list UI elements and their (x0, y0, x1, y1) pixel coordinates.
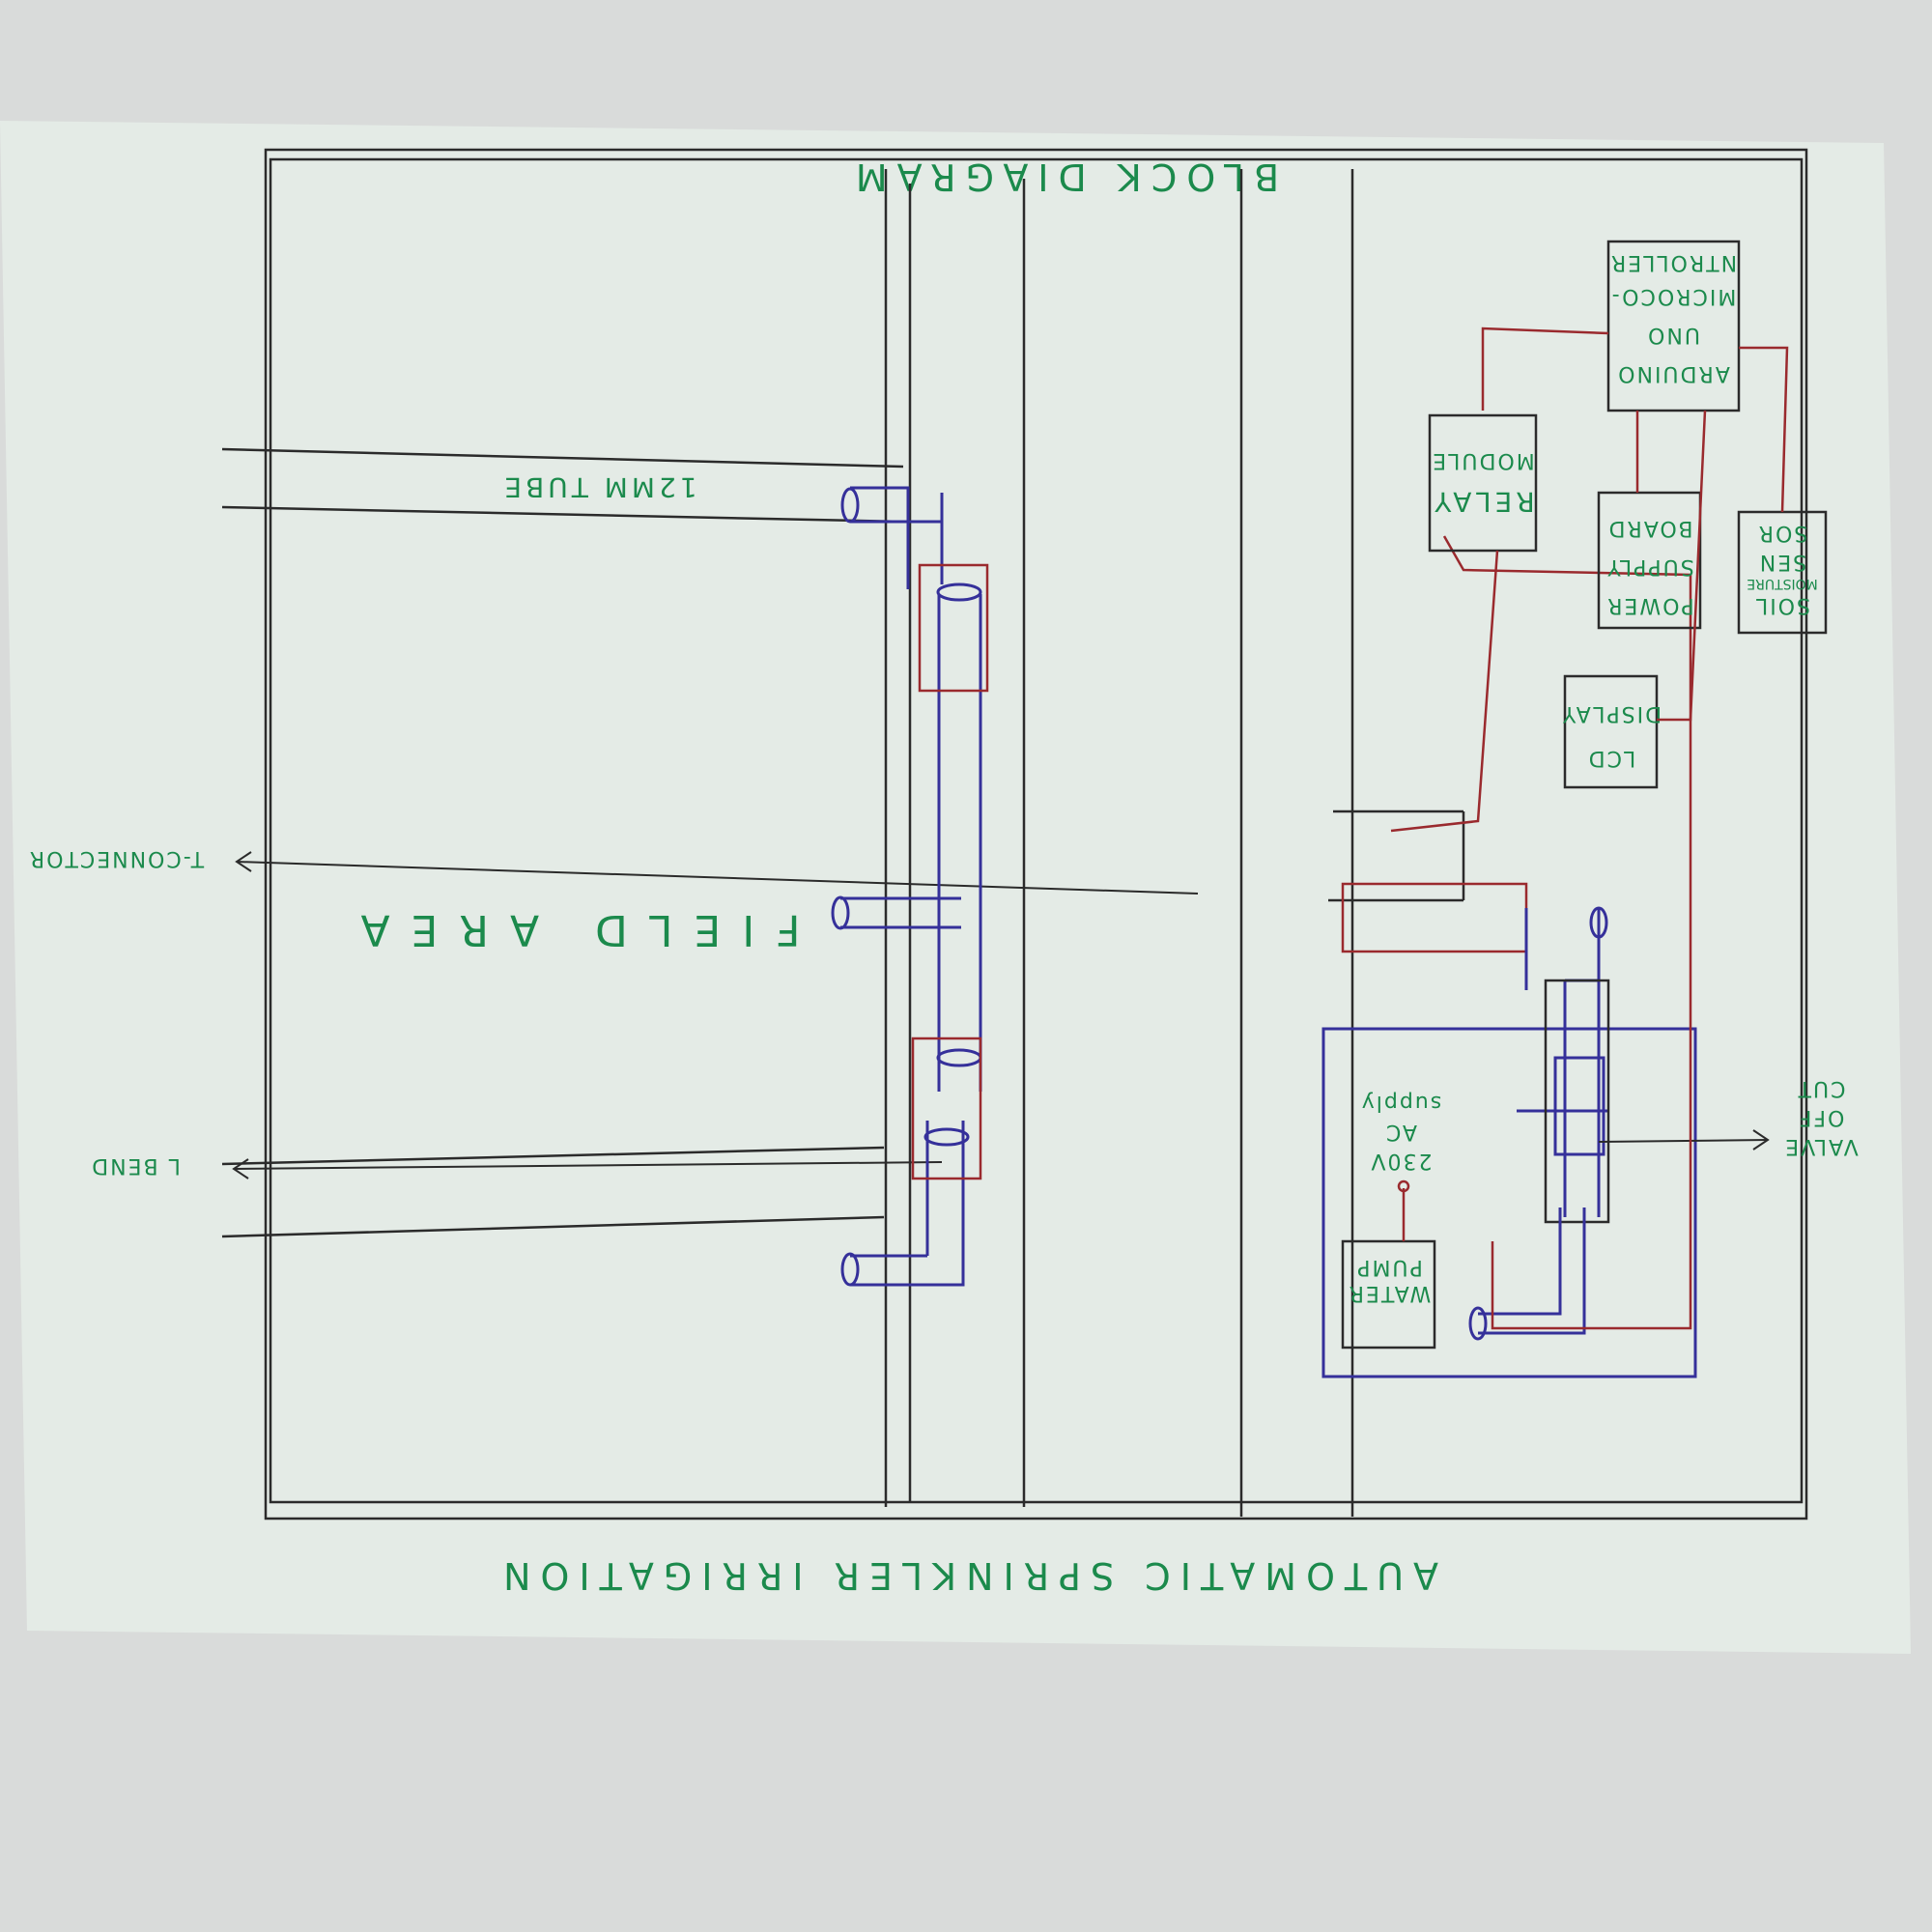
tube-row-3 (221, 1146, 885, 1166)
power-label-1: POWER (1605, 593, 1694, 617)
t-branch-end (831, 895, 850, 930)
t-connector-label: T-CONNECTOR (28, 846, 205, 870)
relay-label-1: RELAY (1431, 486, 1534, 518)
tube-row-2 (221, 505, 904, 524)
sleeve-1 (918, 563, 989, 693)
ac-supply-1: 230V (1369, 1149, 1432, 1173)
soil-label-4: SOR (1757, 521, 1808, 545)
power-label-3: BOARD (1607, 516, 1693, 540)
pump-pipe (1478, 1208, 1586, 1335)
cutoff-line-3: VALVE (1783, 1134, 1858, 1158)
l-bend-bottom (850, 1121, 965, 1287)
l-bend-top (850, 486, 944, 589)
valve-top-end (1589, 906, 1608, 939)
l-bend-label: L BEND (90, 1153, 181, 1178)
l-bend-top-end (840, 487, 860, 524)
pump-supply-dot (1397, 1179, 1410, 1193)
cutoff-arrowhead (1752, 1129, 1770, 1151)
pump-pipe-end (1468, 1306, 1488, 1341)
l-bend-arrowhead (232, 1158, 249, 1179)
soil-label-2: MOISTURE (1747, 576, 1818, 591)
outer-frame (264, 148, 1808, 1520)
cutoff-line-1: CUT (1797, 1076, 1846, 1100)
arduino-block (1606, 240, 1741, 412)
pump-feed-line (1328, 810, 1465, 902)
arduino-label-3: MICROCO- (1610, 284, 1737, 308)
pump-label-1: WATER (1348, 1281, 1432, 1305)
soil-label-1: SOIL (1754, 593, 1810, 617)
pump-enclosure (1321, 1027, 1697, 1378)
relay-block (1428, 413, 1538, 553)
valve-frame (1544, 979, 1610, 1224)
relay-drop-wire (1390, 550, 1499, 833)
pipe-top-end (936, 582, 982, 602)
ac-supply-2: AC (1384, 1120, 1417, 1144)
cutoff-line-2: OFF (1798, 1105, 1845, 1129)
relay-to-pump-wire (1442, 535, 1692, 1330)
l-bend-arrow (233, 1161, 943, 1170)
l-bend-bottom-cap (923, 1127, 970, 1147)
pipe-main-vertical (937, 594, 982, 1092)
t-connector-arrowhead (235, 851, 252, 872)
pump-label-2: PUMP (1355, 1255, 1423, 1279)
soil-to-arduino-wire (1739, 346, 1789, 513)
relay-label-2: MODULE (1431, 448, 1535, 472)
l-bend-bottom-end (840, 1252, 860, 1287)
tube-label: 12MM TUBE (500, 471, 696, 503)
t-connector-arrow (236, 861, 1199, 895)
diagram-rotated-group: BLOCK DIAGRAM AUTOMATIC SPRINKLER IRRIGA… (28, 148, 1859, 1597)
heading-text: BLOCK DIAGRAM (846, 156, 1279, 198)
arduino-label-2: UNO (1646, 323, 1700, 347)
footer-text: AUTOMATIC SPRINKLER IRRIGATION (494, 1554, 1438, 1597)
paper-sheet (0, 121, 1911, 1654)
lcd-label-1: LCD (1587, 746, 1636, 770)
pump-block (1341, 1239, 1436, 1350)
tube-row-4 (221, 1215, 885, 1238)
power-supply-block (1597, 491, 1702, 630)
ac-supply-3: supply (1360, 1091, 1441, 1115)
sleeve-2 (911, 1037, 982, 1180)
t-branch (840, 896, 961, 929)
arduino-to-lcd-wire (1657, 410, 1707, 722)
tube-row-1 (221, 447, 904, 469)
soil-label-3: SEN (1758, 550, 1806, 574)
lcd-label-2: DISPLAY (1561, 701, 1662, 725)
field-area-text: FIELD AREA (339, 905, 800, 954)
power-label-2: SUPPLY (1605, 554, 1693, 579)
arduino-to-relay-wire (1481, 327, 1609, 411)
arduino-label-4: NTROLLER (1609, 250, 1737, 274)
arduino-label-1: ARDUINO (1616, 361, 1730, 385)
valve-body (1553, 1056, 1605, 1156)
cutoff-arrow (1598, 1139, 1769, 1143)
inner-frame (269, 157, 1804, 1504)
lcd-block (1563, 674, 1659, 789)
